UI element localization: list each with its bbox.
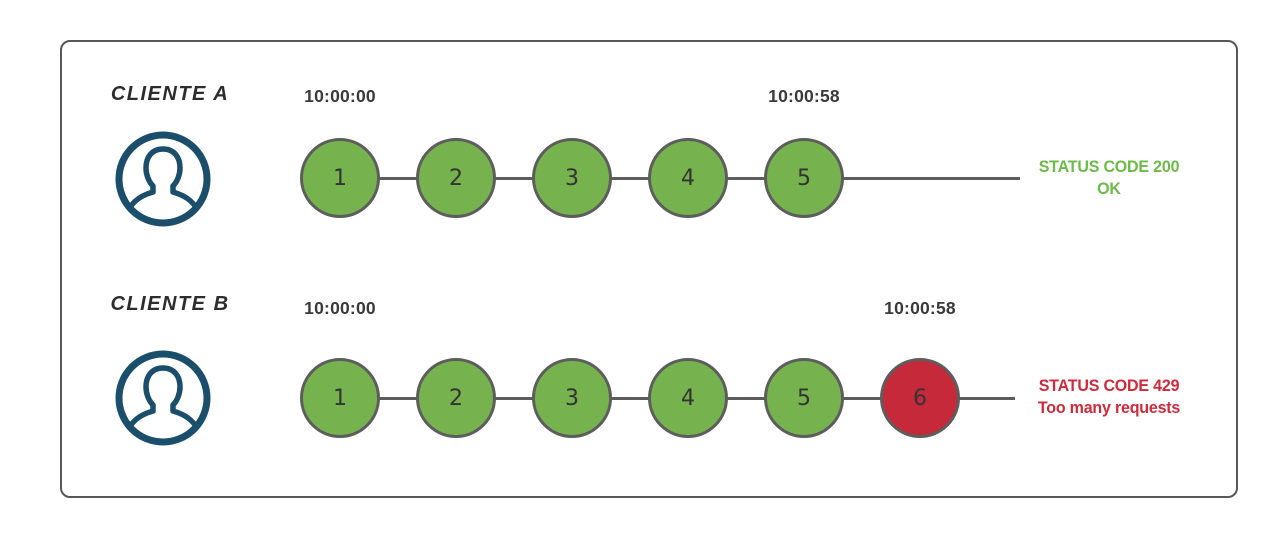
client-b-timeline-track	[340, 397, 1015, 400]
user-icon	[115, 131, 211, 227]
status-too-many-requests-text: Too many requests	[1037, 399, 1181, 417]
client-b-status: STATUS CODE 429 Too many requests	[1027, 375, 1192, 419]
client-b-avatar	[113, 348, 213, 448]
client-a-timeline-track	[340, 177, 1020, 180]
client-a-start-time: 10:00:00	[304, 86, 376, 106]
client-b-label: CLIENTE B	[110, 293, 230, 315]
status-code-200-text: STATUS CODE 200	[1038, 158, 1180, 176]
client-a-avatar	[113, 129, 213, 229]
diagram-frame	[60, 40, 1238, 498]
client-a-label: CLIENTE A	[110, 83, 230, 105]
client-b-end-time: 10:00:58	[884, 298, 956, 318]
user-icon	[115, 350, 211, 446]
client-a-end-time: 10:00:58	[768, 86, 840, 106]
status-code-429-text: STATUS CODE 429	[1038, 377, 1180, 395]
client-b-start-time: 10:00:00	[304, 298, 376, 318]
client-a-status: STATUS CODE 200 OK	[1027, 156, 1192, 200]
status-ok-text: OK	[1097, 180, 1121, 198]
